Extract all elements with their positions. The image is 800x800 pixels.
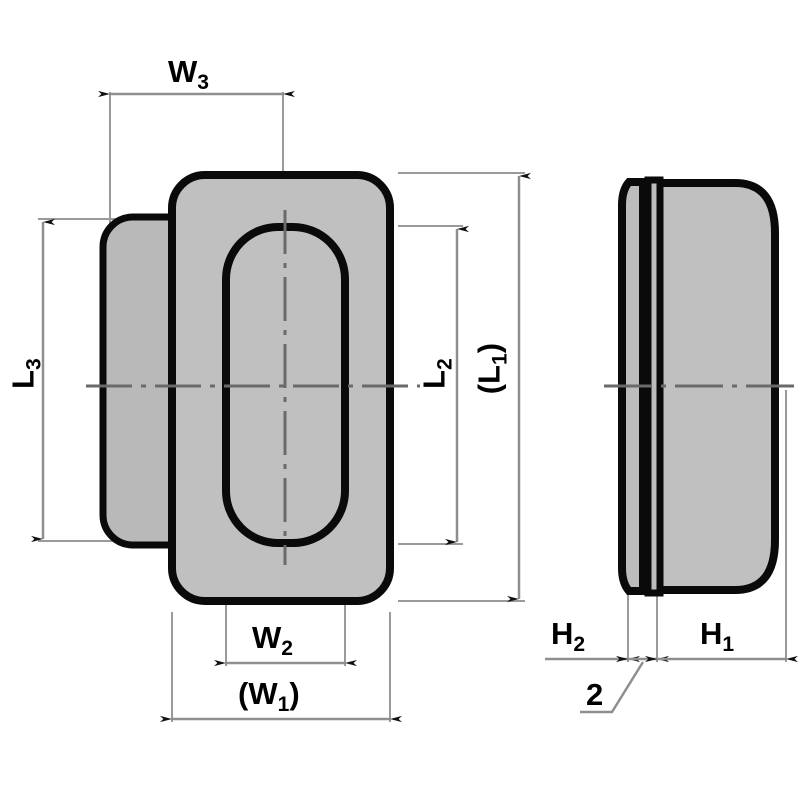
side-view-gap-web [644, 176, 664, 597]
dimension-label-l1: (L1) [471, 342, 512, 395]
dimension-label-thickness: 2 [586, 677, 604, 712]
center-lines-overlay [86, 210, 420, 565]
dimension-label-l3: L3 [5, 358, 46, 389]
dimension-lines [31, 90, 798, 723]
dimension-label-h2: H2 [551, 616, 586, 657]
leader-thickness [580, 661, 645, 714]
dimension-label-w2: W2 [252, 620, 293, 661]
dimension-label-w1: (W1) [238, 676, 300, 717]
dimension-label-w3: W3 [168, 54, 209, 95]
dimension-label-h1: H1 [700, 616, 735, 657]
extension-lines [38, 92, 787, 722]
dimension-label-l2: L2 [416, 358, 457, 389]
